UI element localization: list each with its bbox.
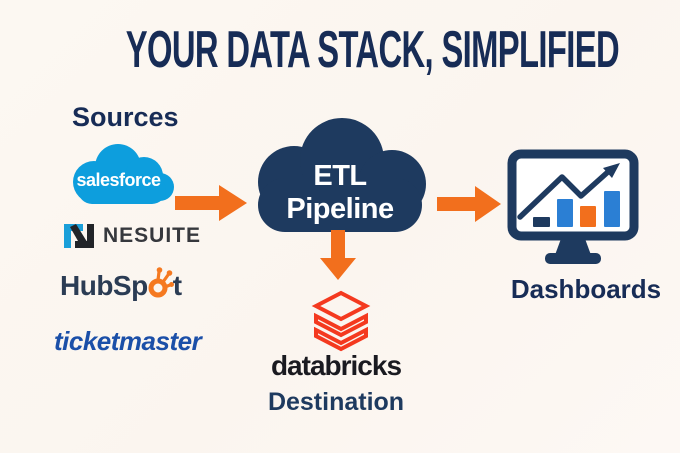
hubspot-wordmark-right: t xyxy=(172,270,182,301)
netsuite-logo: NESUITE xyxy=(62,220,201,252)
cloud-icon xyxy=(258,118,426,232)
destination-label: Destination xyxy=(267,388,405,416)
hubspot-sprocket-icon xyxy=(148,267,174,298)
arrow-right-icon xyxy=(437,186,501,222)
pipeline-line: Pipeline xyxy=(286,193,394,225)
dashboards-label: Dashboards xyxy=(510,274,662,304)
hubspot-logo: HubSp t xyxy=(60,266,182,303)
ticketmaster-logo: ticketmaster xyxy=(54,326,202,356)
salesforce-cloud-icon xyxy=(73,144,174,204)
etl-line: ETL xyxy=(313,160,367,192)
sources-label: Sources xyxy=(72,102,179,132)
etl-pipeline-node: ETL Pipeline xyxy=(250,118,430,232)
etl-pipeline-label: ETL Pipeline xyxy=(250,160,430,226)
databricks-stack-icon xyxy=(311,290,371,352)
arrow-down-icon xyxy=(320,230,356,280)
arrow-right-icon xyxy=(175,185,247,221)
dashboard-monitor-icon xyxy=(507,149,639,264)
page-title: YOUR DATA STACK, SIMPLIFIED xyxy=(125,21,620,79)
databricks-wordmark: databricks xyxy=(270,350,402,381)
netsuite-n-icon xyxy=(64,224,94,248)
netsuite-wordmark: NESUITE xyxy=(103,224,202,247)
salesforce-wordmark: salesforce xyxy=(76,170,161,190)
hubspot-wordmark-left: HubSp xyxy=(60,270,148,301)
salesforce-logo: salesforce xyxy=(64,140,179,212)
